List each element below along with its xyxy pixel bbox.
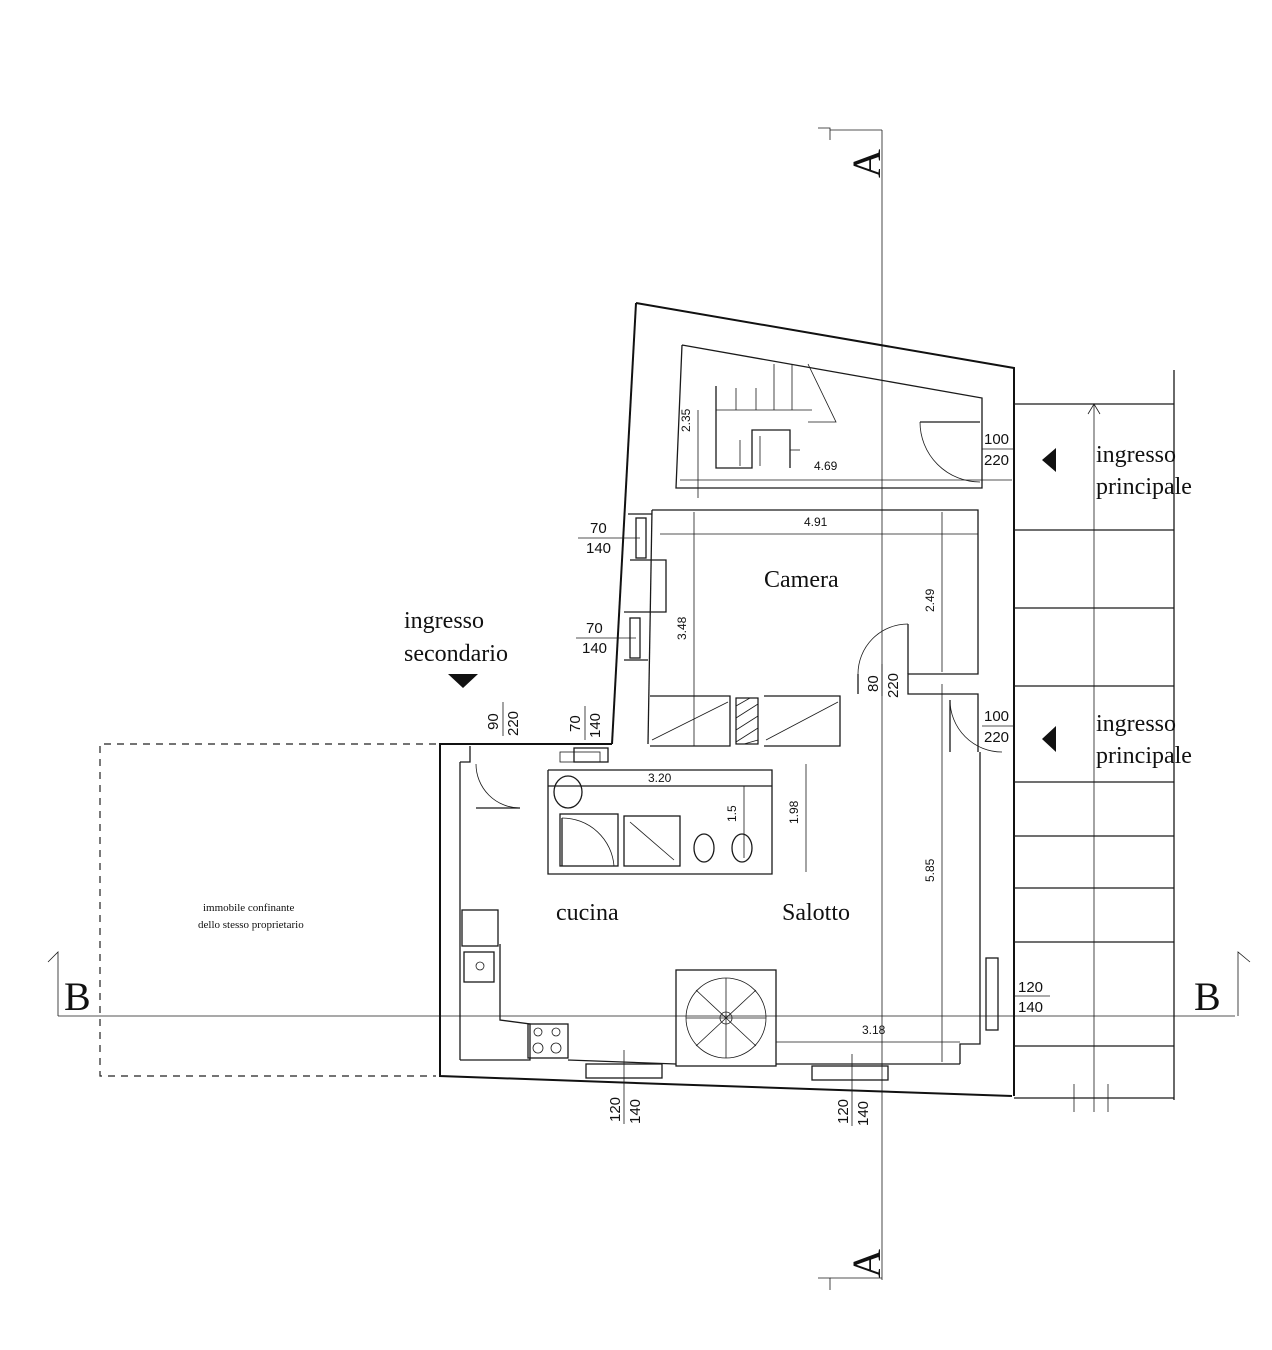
room-salotto-label: Salotto [782,900,850,926]
entry-principal-top-line2: principale [1096,474,1192,500]
section-line-b: B B [47,951,1251,1019]
entry-secondary-line1: ingresso [404,608,484,634]
opening-window-camera-top: 70 140 [578,520,640,557]
doors [475,421,1003,867]
sink-kitchen-icon [463,951,495,983]
bathroom [547,751,773,875]
opening-door-mid: 100 220 [982,708,1014,746]
stair-top [715,363,837,469]
opening-window-bottom-left: 120 140 [607,1050,644,1124]
bidet-icon [693,833,715,863]
door-secondary-width: 90 [485,713,502,730]
toilet-icon [731,833,753,863]
dim-stair-width: 4.69 [814,459,838,473]
dimension-lines [562,410,1012,1062]
shower-icon [623,815,681,867]
section-a-bottom-label: A [844,1249,889,1278]
window-camera-mid-height: 140 [582,640,607,657]
entry-principal-bottom-line1: ingresso [1096,711,1176,737]
dim-bath-width: 3.20 [648,771,672,785]
neighbor-note-line1: immobile confinante [203,902,294,914]
sink-icon [553,775,583,809]
window-bottom-right-height: 140 [855,1101,872,1126]
opening-window-right: 120 140 [1014,979,1050,1016]
door-top-width: 100 [984,431,1009,448]
window-right-width: 120 [1018,979,1043,996]
window-bottom-left-width: 120 [607,1097,624,1122]
section-a-top-label: A [844,149,889,178]
neighbor-note-line2: dello stesso proprietario [198,919,304,931]
window-right-height: 140 [1018,999,1043,1016]
entry-arrow-mid-icon [1042,726,1056,752]
window-camera-top-height: 140 [586,540,611,557]
window-bath-width: 70 [567,715,584,732]
window-bottom-right-width: 120 [835,1099,852,1124]
opening-window-camera-mid: 70 140 [576,620,636,657]
entry-markers [448,448,1056,752]
window-camera-mid-width: 70 [586,620,603,637]
section-b-left-label: B [64,974,91,1019]
dim-camera-width: 4.91 [804,515,828,529]
dim-bath-inner: 1.5 [725,805,739,822]
door-camera-width: 80 [865,675,882,692]
opening-door-camera: 80 220 [865,664,902,698]
dim-camera-height: 3.48 [675,616,689,640]
dim-bath-height: 1.98 [787,800,801,824]
cooktop-icon [527,1023,569,1059]
kitchen [461,909,569,1059]
dim-salotto-width: 3.18 [862,1023,886,1037]
window-bath-height: 140 [587,713,604,738]
opening-window-bath: 70 140 [567,706,604,740]
entry-arrow-top-icon [1042,448,1056,472]
door-top-height: 220 [984,452,1009,469]
opening-window-bottom-right: 120 140 [835,1054,872,1126]
dim-salotto-height: 5.85 [923,858,937,882]
window-camera-top-width: 70 [590,520,607,537]
section-b-right-label: B [1194,974,1221,1019]
door-mid-height: 220 [984,729,1009,746]
section-line-a: A A [818,127,889,1290]
room-camera-label: Camera [764,567,839,593]
dim-stair-depth: 2.35 [679,408,693,432]
opening-door-secondary: 90 220 [485,702,522,736]
opening-door-top: 100 220 [982,431,1014,469]
spiral-stair [675,969,777,1067]
dim-camera-right: 2.49 [923,588,937,612]
entry-arrow-secondary-icon [448,674,478,688]
partition [650,695,841,747]
entry-principal-top-line1: ingresso [1096,442,1176,468]
window-bottom-left-height: 140 [627,1099,644,1124]
entrance-grid [1014,370,1175,1112]
room-cucina-label: cucina [556,900,619,926]
entry-secondary-line2: secondario [404,641,508,667]
door-mid-width: 100 [984,708,1009,725]
neighbor-property: immobile confinante dello stesso proprie… [99,743,436,1077]
door-secondary-height: 220 [505,711,522,736]
entry-principal-bottom-line2: principale [1096,743,1192,769]
door-camera-height: 220 [885,673,902,698]
